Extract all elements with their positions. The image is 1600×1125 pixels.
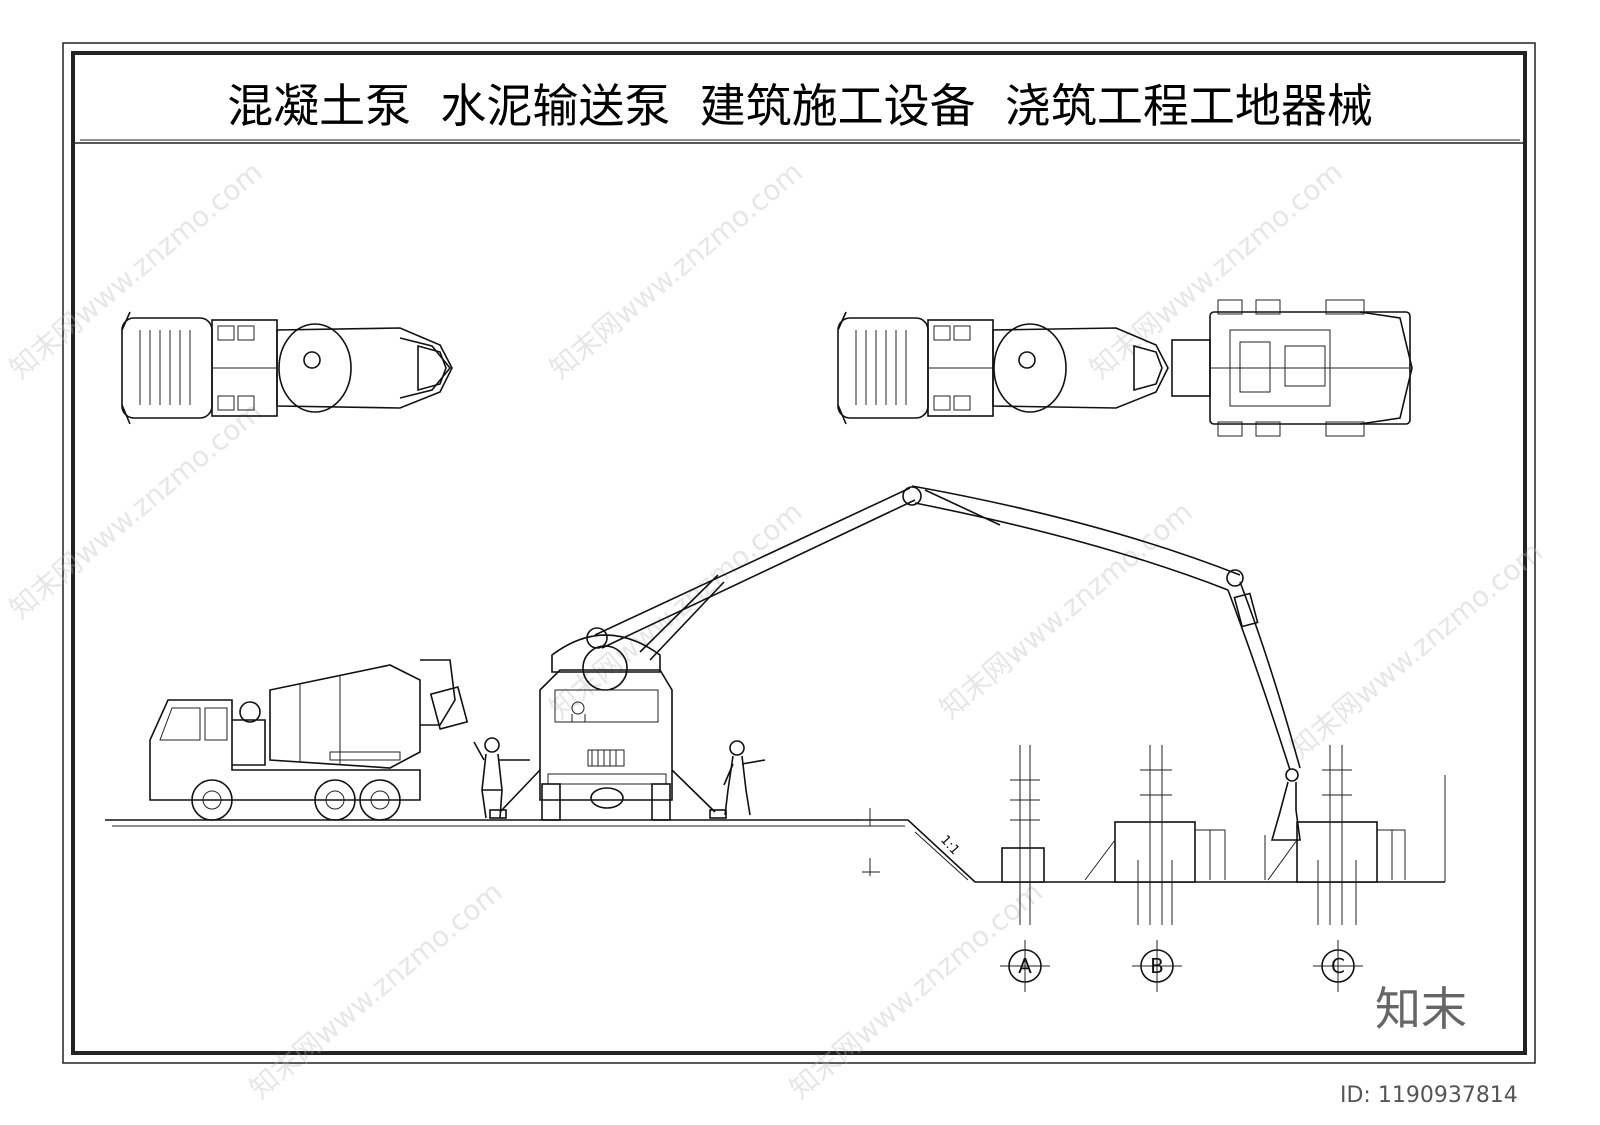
grid-label-c: C [1331, 954, 1345, 978]
image-id: ID: 1190937814 [1340, 1083, 1518, 1108]
watermark: 知末网www.znzmo.com [1083, 155, 1348, 385]
mixer-truck-side-view [149, 659, 469, 821]
watermark: 知末网www.znzmo.com [3, 155, 268, 385]
grid-axis-a: A [1000, 940, 1050, 992]
drawing-title: 混凝土泵 水泥输送泵 建筑施工设备 浇筑工程工地器械 [227, 79, 1373, 133]
slope-label: 1:1 [937, 833, 962, 859]
pump-boom [586, 485, 1301, 771]
mixer-truck-top-view [121, 311, 453, 425]
watermark: 知末网www.znzmo.com [243, 875, 508, 1105]
watermark: 知末网www.znzmo.com [3, 395, 268, 625]
foundation-pits [1001, 745, 1406, 925]
watermark: 知末网www.znzmo.com [543, 495, 808, 725]
pump-truck-top-view [837, 299, 1413, 437]
ground-section [105, 775, 1446, 883]
watermark: 知末网www.znzmo.com [543, 155, 808, 385]
watermark-layer: 知末网www.znzmo.com 知末网www.znzmo.com 知末网www… [3, 155, 1548, 1105]
watermark: 知末网www.znzmo.com [933, 495, 1198, 725]
grid-axis-c: C [1313, 940, 1363, 992]
watermark: 知末网www.znzmo.com [783, 875, 1048, 1105]
brand-logo: 知末 [1375, 982, 1467, 1036]
grid-label-b: B [1150, 954, 1164, 978]
watermark: 知末网www.znzmo.com [1283, 535, 1548, 765]
worker-operator [723, 740, 766, 816]
worker-signalling [473, 737, 530, 819]
grid-axis-b: B [1132, 940, 1182, 992]
outer-frame [62, 42, 1536, 1064]
grid-label-a: A [1018, 954, 1032, 978]
inner-frame [71, 51, 1527, 1055]
pump-truck-side-view [489, 634, 727, 821]
